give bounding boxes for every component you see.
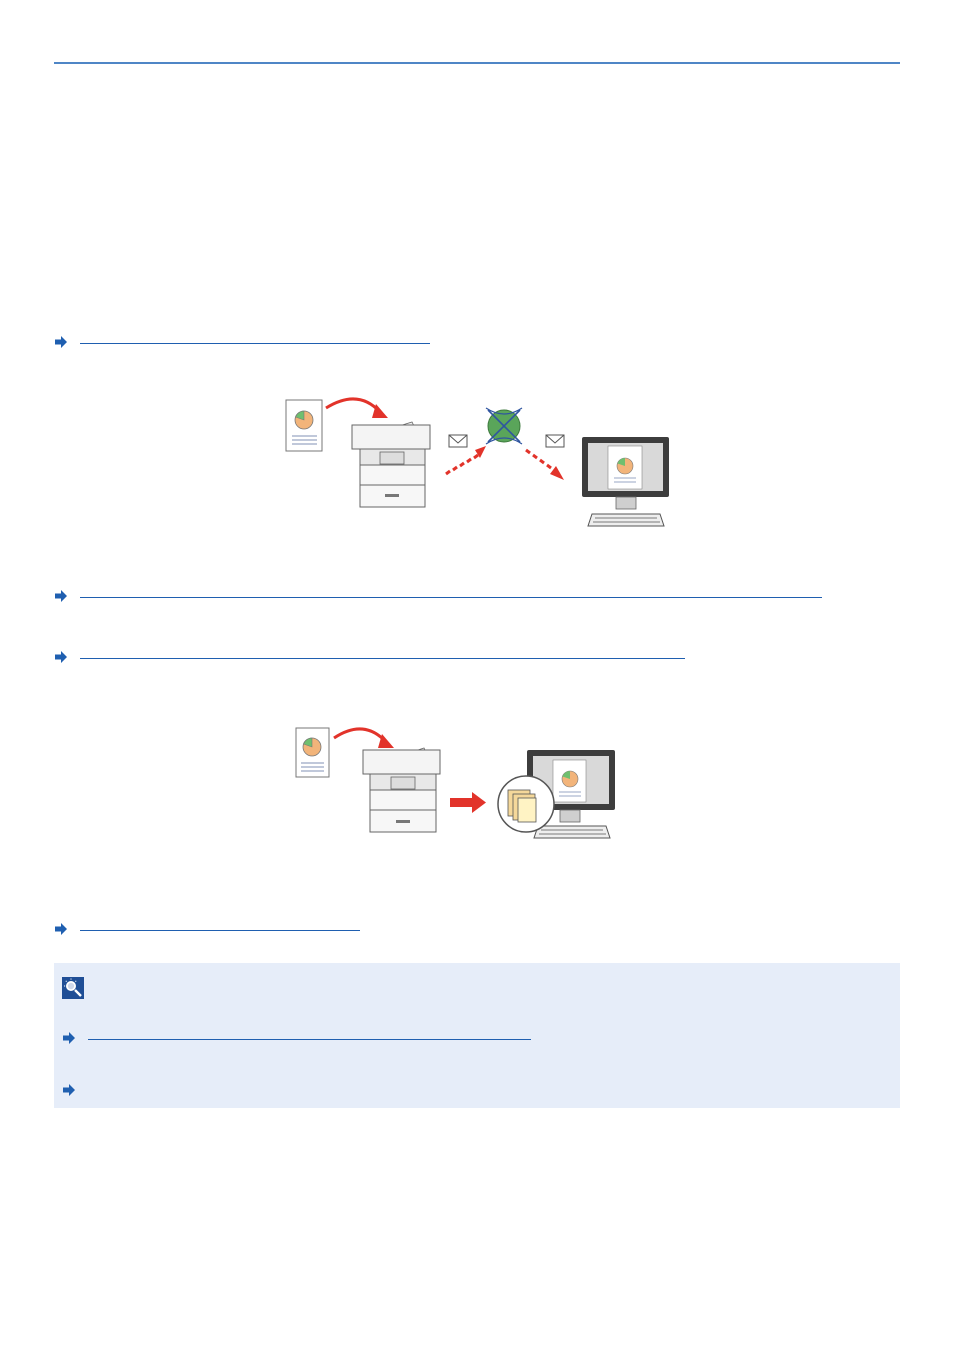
note-box [54, 963, 900, 1108]
arrow-right-icon [55, 923, 67, 935]
arrow-right-icon [55, 336, 67, 348]
arrow-right-icon [55, 590, 67, 602]
original-document-icon [285, 399, 323, 452]
feed-arrow-icon [325, 397, 382, 414]
feed-arrow-icon [333, 727, 388, 744]
link-underline [88, 1039, 531, 1040]
link-underline [80, 343, 430, 344]
feed-arrowhead-icon [372, 404, 388, 418]
multifunction-printer-icon [362, 747, 441, 833]
link-underline [80, 658, 685, 659]
envelope-icon [545, 434, 565, 448]
link-underline [80, 930, 360, 931]
arrow-right-icon [55, 651, 67, 663]
arrow-right-icon [63, 1084, 75, 1096]
dashed-send-arrow-icon [445, 446, 486, 476]
header-rule [54, 62, 900, 64]
note-magnifier-icon [62, 977, 84, 999]
link-underline [80, 597, 822, 598]
computer-monitor-icon [582, 437, 669, 527]
send-to-folder-illustration [295, 727, 615, 839]
dashed-receive-arrow-icon [525, 448, 564, 480]
arrow-right-icon [63, 1032, 75, 1044]
envelope-icon [448, 434, 468, 448]
shared-folder-icon [497, 775, 555, 833]
original-document-icon [295, 727, 330, 778]
multifunction-printer-icon [351, 421, 431, 508]
send-email-illustration [285, 397, 669, 527]
feed-arrowhead-icon [378, 734, 394, 748]
internet-globe-icon [485, 407, 523, 445]
send-arrow-icon [450, 792, 486, 813]
